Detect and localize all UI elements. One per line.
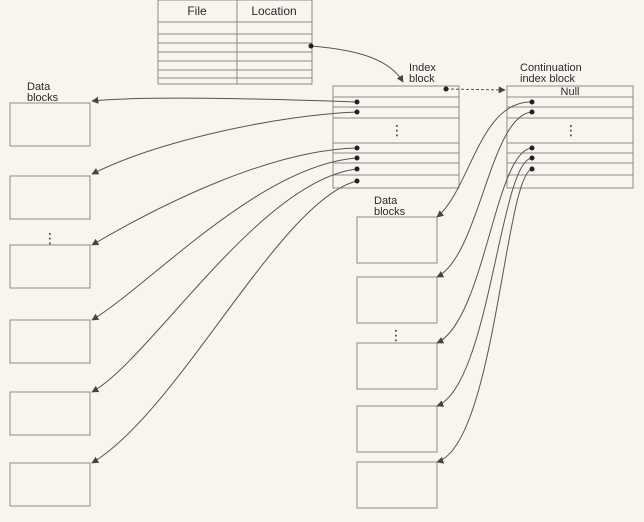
index-to-left-block-6 xyxy=(91,180,358,464)
right-data-block-1 xyxy=(356,216,438,264)
directory-table xyxy=(157,0,313,85)
index-block-label-2: block xyxy=(409,73,435,85)
index-block xyxy=(332,85,460,189)
index-block-ellipsis: ⋮ xyxy=(390,122,404,138)
index-to-left-block-3 xyxy=(91,147,358,246)
continuation-label-1: Continuation xyxy=(520,62,582,74)
right-data-blocks-label-2: blocks xyxy=(374,206,406,218)
continuation-index-block xyxy=(506,85,634,189)
left-data-block-3 xyxy=(9,244,91,289)
right-data-block-5 xyxy=(356,461,438,509)
right-data-block-4 xyxy=(356,405,438,453)
pointer-arrows xyxy=(91,45,533,464)
index-block-label-1: Index xyxy=(409,62,436,74)
index-to-left-block-5 xyxy=(91,168,358,393)
left-data-block-1 xyxy=(9,102,91,147)
directory-header-location: Location xyxy=(251,4,296,18)
right-blocks-ellipsis: ⋮ xyxy=(389,327,403,343)
left-data-blocks-label-2: blocks xyxy=(27,92,59,104)
directory-header-file: File xyxy=(187,4,207,18)
left-data-block-4 xyxy=(9,319,91,364)
left-data-blocks-label-1: Data xyxy=(27,81,51,93)
pointer-dots xyxy=(308,43,535,184)
directory-dot xyxy=(308,43,314,49)
continuation-to-right-block-2 xyxy=(436,111,533,278)
index-to-left-block-1 xyxy=(91,96,358,104)
right-data-blocks xyxy=(356,216,438,509)
right-data-blocks-label-1: Data xyxy=(374,195,398,207)
continuation-to-right-block-5 xyxy=(436,168,533,464)
continuation-null-entry: Null xyxy=(561,86,580,98)
left-blocks-ellipsis: ⋮ xyxy=(43,230,57,246)
continuation-ellipsis: ⋮ xyxy=(564,122,578,138)
continuation-to-right-block-4 xyxy=(436,157,533,407)
continuation-to-right-block-3 xyxy=(436,147,533,344)
directory-pointer-arrow xyxy=(310,45,404,83)
right-data-block-2 xyxy=(356,276,438,324)
left-data-block-5 xyxy=(9,391,91,436)
index-to-left-block-2 xyxy=(91,111,358,175)
continuation-to-right-block-1 xyxy=(436,101,533,218)
right-data-block-3 xyxy=(356,342,438,390)
continuation-label-2: index block xyxy=(520,73,576,85)
index-to-left-block-4 xyxy=(91,157,358,321)
left-data-block-2 xyxy=(9,175,91,220)
left-data-block-6 xyxy=(9,462,91,507)
continuation-pointer-arrow xyxy=(445,86,506,94)
index-cont-dot xyxy=(443,86,449,92)
left-data-blocks xyxy=(9,102,91,507)
